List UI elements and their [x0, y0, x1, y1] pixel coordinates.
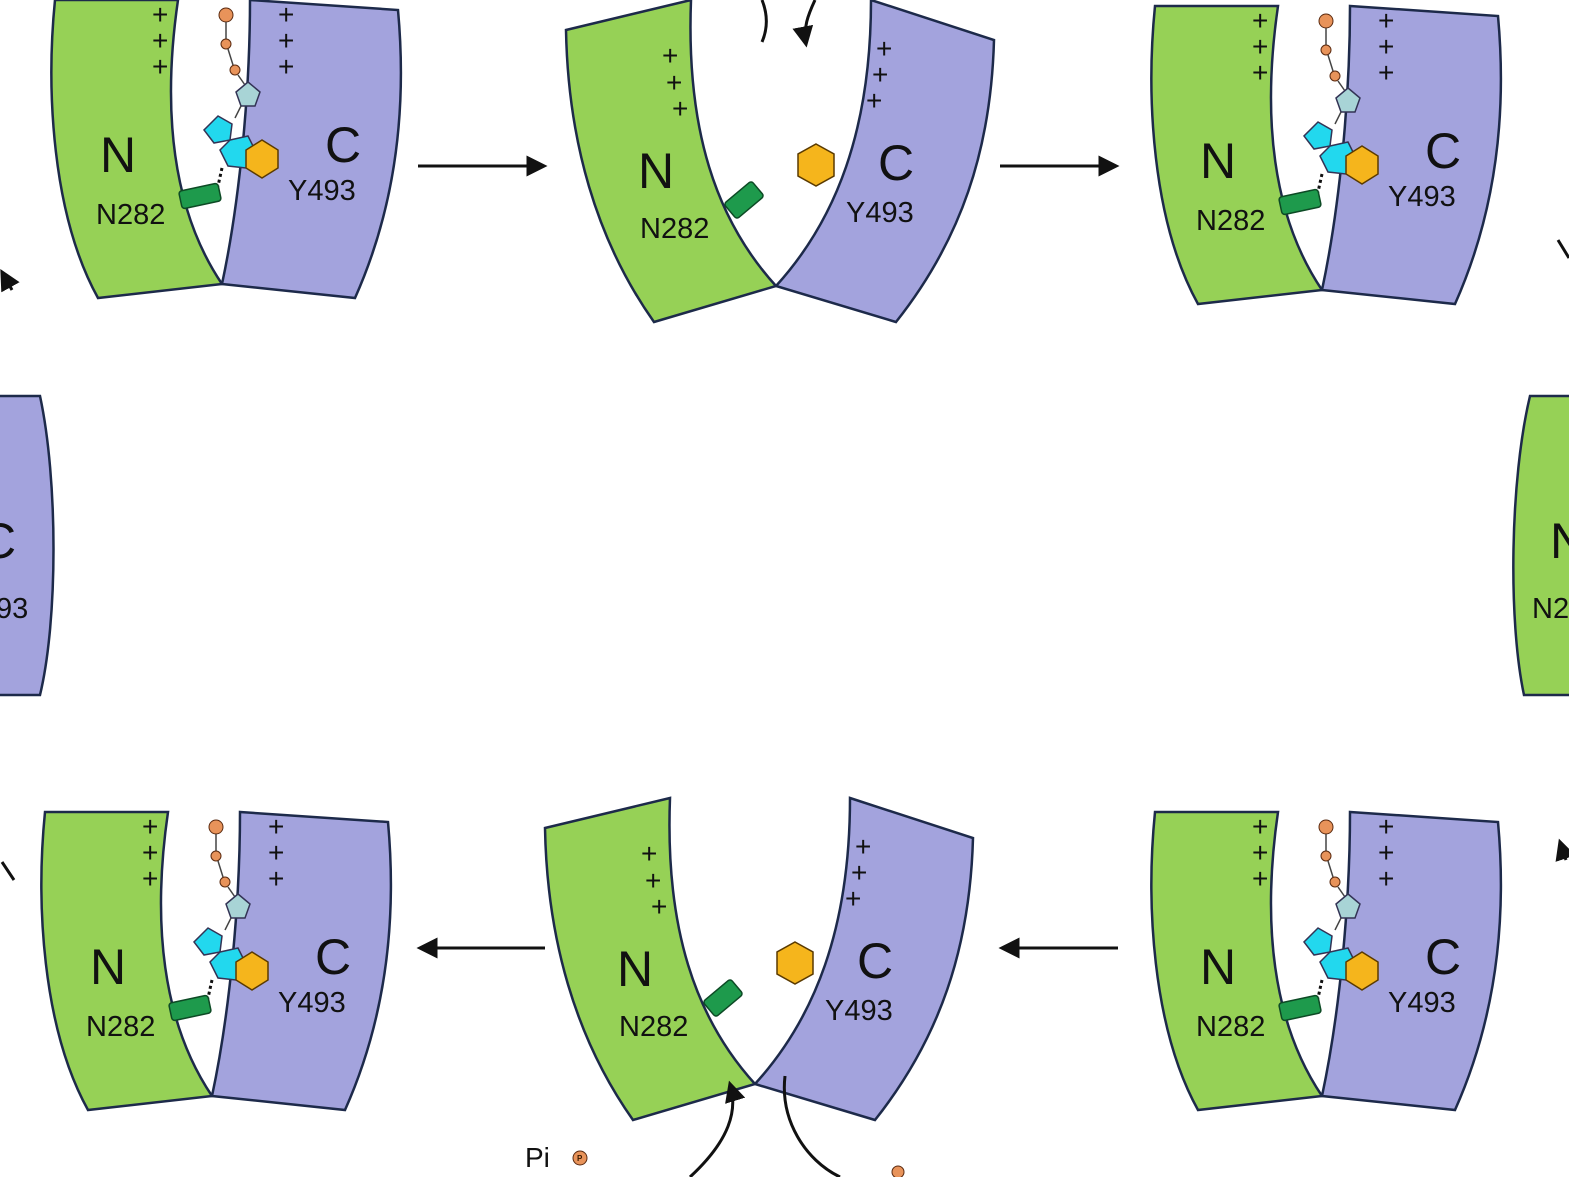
curve-arrow-pi-in — [688, 1080, 746, 1177]
curve-arrow-top-1 — [760, 0, 768, 43]
arrow-edge-right-down — [1555, 838, 1569, 862]
state-top-center-open — [564, 0, 996, 324]
state-middle-right-partial: N N2 — [1512, 394, 1569, 697]
state-bottom-center-open — [543, 796, 975, 1122]
state-top-left-closed — [49, 0, 403, 300]
state-top-right-closed — [1149, 3, 1503, 306]
state-bottom-right-closed — [1149, 809, 1503, 1112]
left-residue-label: 93 — [0, 593, 28, 625]
curve-arrow-top-2 — [792, 0, 817, 48]
svg-text:P: P — [577, 1154, 583, 1163]
arrow-edge-right-up — [1556, 239, 1569, 259]
right-n-label: N — [1550, 513, 1569, 569]
left-c-label: C — [0, 513, 16, 569]
state-bottom-left-closed — [39, 809, 393, 1112]
phosphate-partial-icon — [891, 1165, 905, 1177]
arrow-edge-left-up — [0, 268, 20, 293]
arrow-edge-left-down — [0, 861, 16, 881]
curve-arrow-pi-out — [782, 1075, 841, 1177]
right-residue-label: N2 — [1532, 593, 1569, 625]
pi-label: Pi — [525, 1142, 550, 1173]
state-middle-left-partial: C 93 — [0, 394, 55, 697]
phosphate-icon: P — [572, 1150, 588, 1166]
